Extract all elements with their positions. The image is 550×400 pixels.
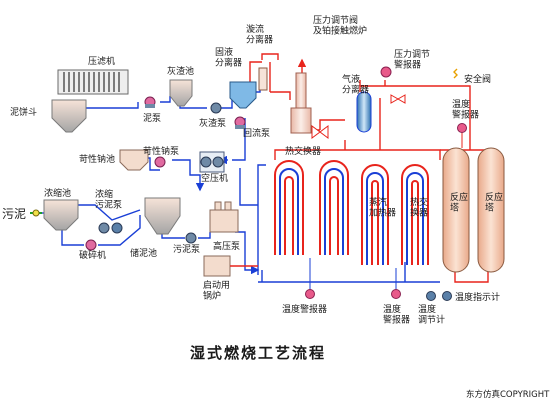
- compressor-label: 空压机: [201, 172, 228, 184]
- gl-sep-label: 气液分离器: [342, 73, 369, 95]
- hex1-label: 热交换器: [285, 145, 321, 157]
- filter-press: [57, 69, 129, 95]
- diagram-title: 湿式燃烧工艺流程: [190, 344, 326, 362]
- sludge-pump-label: 污泥泵: [173, 243, 200, 255]
- pressure-valve-icon: [311, 125, 329, 139]
- ash-pool: [169, 79, 193, 107]
- crusher-label: 破碎机: [79, 249, 106, 261]
- temp-alarm-mid-label: 温度警报器: [383, 303, 410, 325]
- mud-pump: [144, 96, 156, 108]
- sl-sep-label: 固液分离器: [215, 46, 242, 68]
- temp-alarm-top-icon: [457, 123, 467, 148]
- thickening-pool: [43, 199, 79, 231]
- hex2-label: 热交换器: [410, 196, 428, 218]
- temp-alarm-bottom-icon: [305, 258, 315, 299]
- hex2-coils: [401, 164, 429, 265]
- reactor-2: [477, 147, 505, 273]
- high-pressure-pump: [209, 201, 239, 233]
- safety-valve-icon: [453, 68, 458, 79]
- cold-pipes: [40, 80, 440, 283]
- filter-press-label: 压滤机: [88, 55, 115, 67]
- hp-pump-label: 高压泵: [213, 240, 240, 252]
- thickened-sludge-pump: [98, 222, 123, 234]
- temp-regulator-icon: [426, 291, 436, 301]
- air-compressor: [199, 151, 225, 173]
- reactor-1: [442, 147, 470, 273]
- pressure-alarm-label: 压力调节警报器: [394, 48, 430, 70]
- storage-label: 储泥池: [130, 247, 157, 259]
- caustic-pool-label: 苛性钠池: [79, 153, 115, 165]
- temp-indicator-label: 温度指示计: [455, 291, 500, 303]
- pressure-alarm-icon: [380, 66, 392, 78]
- temp-regulator-label: 温度调节计: [418, 303, 445, 325]
- temp-alarm-top-label: 温度警报器: [452, 98, 479, 120]
- sludge-storage-pool: [144, 197, 181, 235]
- hex1-coils: [274, 160, 349, 255]
- pt-catalytic-burner: [290, 72, 312, 134]
- sludge-pump: [185, 232, 197, 244]
- temp-alarm-mid-icon: [391, 268, 401, 299]
- vortex-separator: [258, 67, 268, 91]
- reactor1-label: 反应塔: [450, 191, 468, 213]
- safety-valve-label: 安全阀: [464, 73, 491, 85]
- caustic-pool: [119, 149, 149, 171]
- cake-hopper: [51, 99, 87, 133]
- vortex-sep-label: 漩流分离器: [246, 23, 273, 45]
- crusher: [85, 239, 97, 251]
- solid-liquid-separator: [229, 81, 257, 109]
- steam-heater-coils: [361, 164, 389, 265]
- caustic-pump-label: 苛性钠泵: [143, 145, 179, 157]
- ash-pool-label: 灰渣池: [167, 65, 194, 77]
- startup-boiler: [203, 255, 258, 277]
- ash-pump-label: 灰渣泵: [199, 117, 226, 129]
- thick-pump-label: 浓缩污泥泵: [95, 188, 122, 210]
- mud-pump-label: 泥泵: [143, 113, 161, 124]
- temp-alarm-bottom-label: 温度警报器: [282, 303, 327, 315]
- sludge-label: 污泥: [2, 207, 26, 221]
- return-pump: [234, 116, 246, 129]
- gas-liquid-separator: [356, 91, 372, 133]
- ash-pump: [210, 102, 222, 114]
- boiler-label: 启动用锅炉: [203, 279, 230, 301]
- steam-heater-label: 蒸汽加热器: [369, 196, 396, 218]
- pressure-regulating-valve-icon: [390, 94, 406, 104]
- return-pump-label: 回流泵: [243, 127, 270, 139]
- cake-hopper-label: 泥饼斗: [10, 106, 37, 118]
- sludge-inlet-arrow: [30, 209, 42, 217]
- pressure-valve-label: 压力调节阀及铂接触燃炉: [313, 14, 367, 36]
- thick-pool-label: 浓缩池: [44, 187, 71, 199]
- caustic-pump: [154, 156, 166, 168]
- reactor2-label: 反应塔: [485, 191, 503, 213]
- labels: 压滤机 泥饼斗 泥泵 灰渣池 灰渣泵 固液分离器 漩流分离器 压力调节阀及铂接触…: [2, 14, 550, 400]
- copyright-text: 东方仿真COPYRIGHT: [466, 389, 550, 400]
- temp-indicator-icon: [442, 291, 452, 301]
